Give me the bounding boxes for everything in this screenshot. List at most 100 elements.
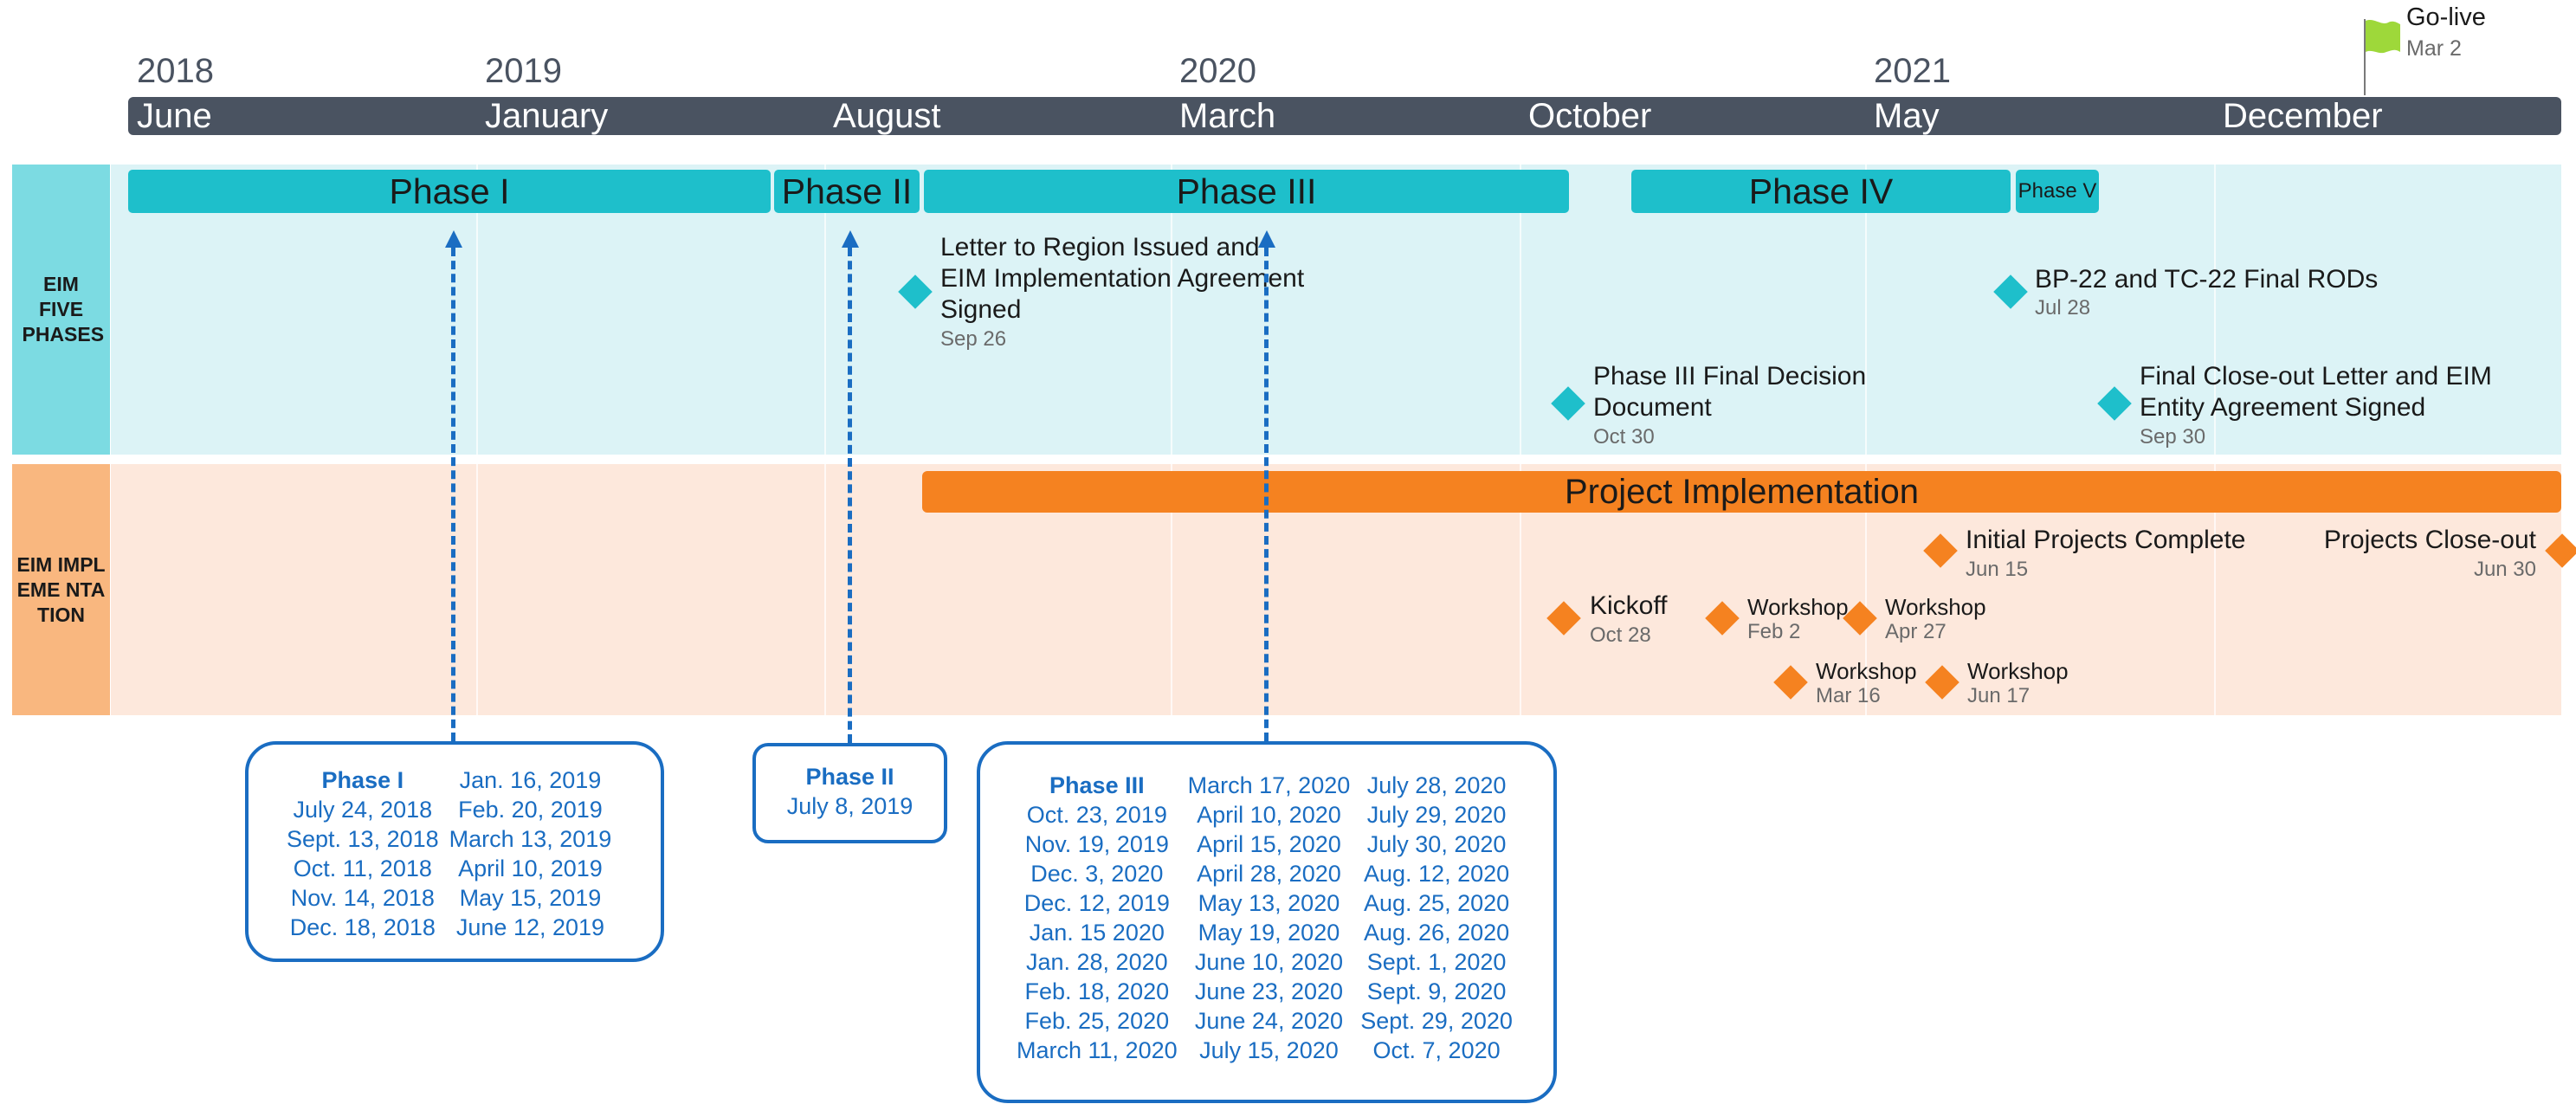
milestone-closeout-title: Final Close-out Letter and EIM Entity Ag…: [2140, 361, 2492, 423]
callout-date: June 23, 2020: [1194, 978, 1344, 1004]
phase-bar-4: Phase IV: [1631, 170, 2011, 213]
milestone-letter-date: Sep 26: [940, 327, 1007, 351]
month-label-august: August: [833, 97, 941, 135]
milestone-workshop-mar16-title: Workshop: [1816, 658, 1917, 684]
milestone-letter-title: Letter to Region Issued and EIM Implemen…: [940, 232, 1304, 326]
golive-flag-icon: [2362, 17, 2405, 95]
gridline: [476, 165, 478, 715]
milestone-projects-closeout-title: Projects Close-out: [2323, 526, 2536, 554]
milestone-phase3-final-date: Oct 30: [1593, 425, 1655, 449]
callout-date: Aug. 25, 2020: [1364, 890, 1510, 916]
milestone-closeout-title-line: Entity Agreement Signed: [2140, 393, 2426, 422]
callout-date: Dec. 3, 2020: [1030, 861, 1164, 887]
lane-label-implementation-text: EIM IMPLEME NTATION: [16, 552, 106, 626]
callout-date: April 10, 2020: [1197, 802, 1341, 828]
milestone-workshop-feb2-title: Workshop: [1747, 594, 1849, 620]
callout-date: Jan. 28, 2020: [1025, 949, 1168, 975]
year-label-2020: 2020: [1179, 52, 1256, 90]
gridline: [1865, 165, 1867, 715]
milestone-workshop-apr27-date: Apr 27: [1885, 620, 1947, 643]
month-label-october: October: [1528, 97, 1652, 135]
milestone-initial-date: Jun 15: [1966, 558, 2029, 581]
phase-bar-2: Phase II: [774, 170, 920, 213]
gridline: [1171, 165, 1172, 715]
callout-phase3-heading: Phase III: [1049, 772, 1145, 798]
phase-bar-1: Phase I: [128, 170, 771, 213]
milestone-letter-title-line: EIM Implementation Agreement: [940, 264, 1305, 293]
milestone-workshop-mar16-date: Mar 16: [1816, 684, 1881, 707]
callout-phase2-dates: Phase II July 8, 2019: [752, 743, 947, 843]
milestone-closeout-date: Sep 30: [2140, 425, 2206, 449]
milestone-bp22-date: Jul 28: [2035, 296, 2091, 320]
timeline-month-bar: [128, 97, 2561, 135]
callout-date: Aug. 26, 2020: [1364, 920, 1510, 946]
callout-connector-phase3: [1264, 248, 1269, 741]
callout-date: June 24, 2020: [1194, 1008, 1344, 1034]
milestone-workshop-apr27-title: Workshop: [1885, 594, 1986, 620]
callout-date: Sept. 9, 2020: [1366, 978, 1507, 1004]
callout-connector-phase1: [451, 248, 455, 741]
month-label-may: May: [1874, 97, 1940, 135]
callout-date: Dec. 18, 2018: [289, 914, 436, 940]
callout-date: July 8, 2019: [786, 793, 914, 819]
gridline: [1520, 165, 1521, 715]
callout-date: July 24, 2018: [293, 797, 433, 823]
year-label-2021: 2021: [1874, 52, 1951, 90]
callout-date: Oct. 11, 2018: [293, 855, 432, 881]
month-label-june: June: [137, 97, 212, 135]
callout-date: June 12, 2019: [455, 914, 605, 940]
callout-date: Jan. 15 2020: [1029, 920, 1165, 946]
year-label-2018: 2018: [137, 52, 214, 90]
gridline: [2214, 165, 2216, 715]
callout-date: Oct. 23, 2019: [1026, 802, 1167, 828]
callout-date: April 28, 2020: [1197, 861, 1341, 887]
milestone-bp22-title: BP-22 and TC-22 Final RODs: [2035, 265, 2379, 294]
milestone-workshop-jun17-date: Jun 17: [1967, 684, 2030, 707]
lane-label-phases-text: EIM FIVE PHASES: [22, 273, 105, 345]
phase-bar-3: Phase III: [924, 170, 1569, 213]
gridline: [824, 165, 826, 715]
year-label-2019: 2019: [485, 52, 562, 90]
month-label-march: March: [1179, 97, 1276, 135]
callout-date: Sept. 1, 2020: [1366, 949, 1507, 975]
callout-date: July 29, 2020: [1366, 802, 1507, 828]
milestone-letter-title-line: Signed: [940, 295, 1022, 324]
callout-date: Sept. 13, 2018: [287, 826, 439, 852]
callout-date: April 15, 2020: [1197, 831, 1341, 857]
milestone-initial-title: Initial Projects Complete: [1966, 526, 2246, 554]
callout-arrow-phase2: [842, 230, 859, 248]
callout-date: May 15, 2019: [459, 885, 602, 911]
milestone-phase3-final-title-line: Document: [1593, 393, 1712, 422]
callout-date: Dec. 12, 2019: [1023, 890, 1170, 916]
callout-date: May 19, 2020: [1198, 920, 1340, 946]
lane-label-implementation: EIM IMPLEME NTATION: [12, 464, 110, 715]
milestone-workshop-feb2-date: Feb 2: [1747, 620, 1801, 643]
callout-date: March 17, 2020: [1187, 772, 1351, 798]
callout-date: March 13, 2019: [449, 826, 612, 852]
lane-label-phases: EIM FIVE PHASES: [12, 165, 110, 455]
milestone-phase3-final-title-line: Phase III Final Decision: [1593, 362, 1867, 391]
milestone-workshop-jun17-title: Workshop: [1967, 658, 2069, 684]
phase-bar-5: Phase V: [2016, 170, 2099, 213]
callout-arrow-phase3: [1258, 230, 1275, 248]
callout-date: May 13, 2020: [1198, 890, 1340, 916]
callout-date: Feb. 20, 2019: [458, 797, 603, 823]
callout-connector-phase2: [848, 248, 852, 743]
callout-date: Feb. 25, 2020: [1024, 1008, 1170, 1034]
milestone-projects-closeout-date: Jun 30: [2473, 558, 2536, 581]
callout-date: Feb. 18, 2020: [1024, 978, 1170, 1004]
golive-label: Go-live: [2406, 3, 2486, 31]
milestone-letter-title-line: Letter to Region Issued and: [940, 233, 1260, 261]
callout-date: April 10, 2019: [458, 855, 603, 881]
callout-arrow-phase1: [445, 230, 462, 248]
callout-date: July 15, 2020: [1199, 1037, 1339, 1063]
callout-date: Oct. 7, 2020: [1372, 1037, 1501, 1063]
callout-date: Nov. 19, 2019: [1024, 831, 1169, 857]
callout-date: Jan. 16, 2019: [459, 767, 602, 793]
project-implementation-bar: Project Implementation: [922, 471, 2561, 513]
callout-date: March 11, 2020: [1017, 1037, 1178, 1063]
callout-date: June 10, 2020: [1194, 949, 1344, 975]
